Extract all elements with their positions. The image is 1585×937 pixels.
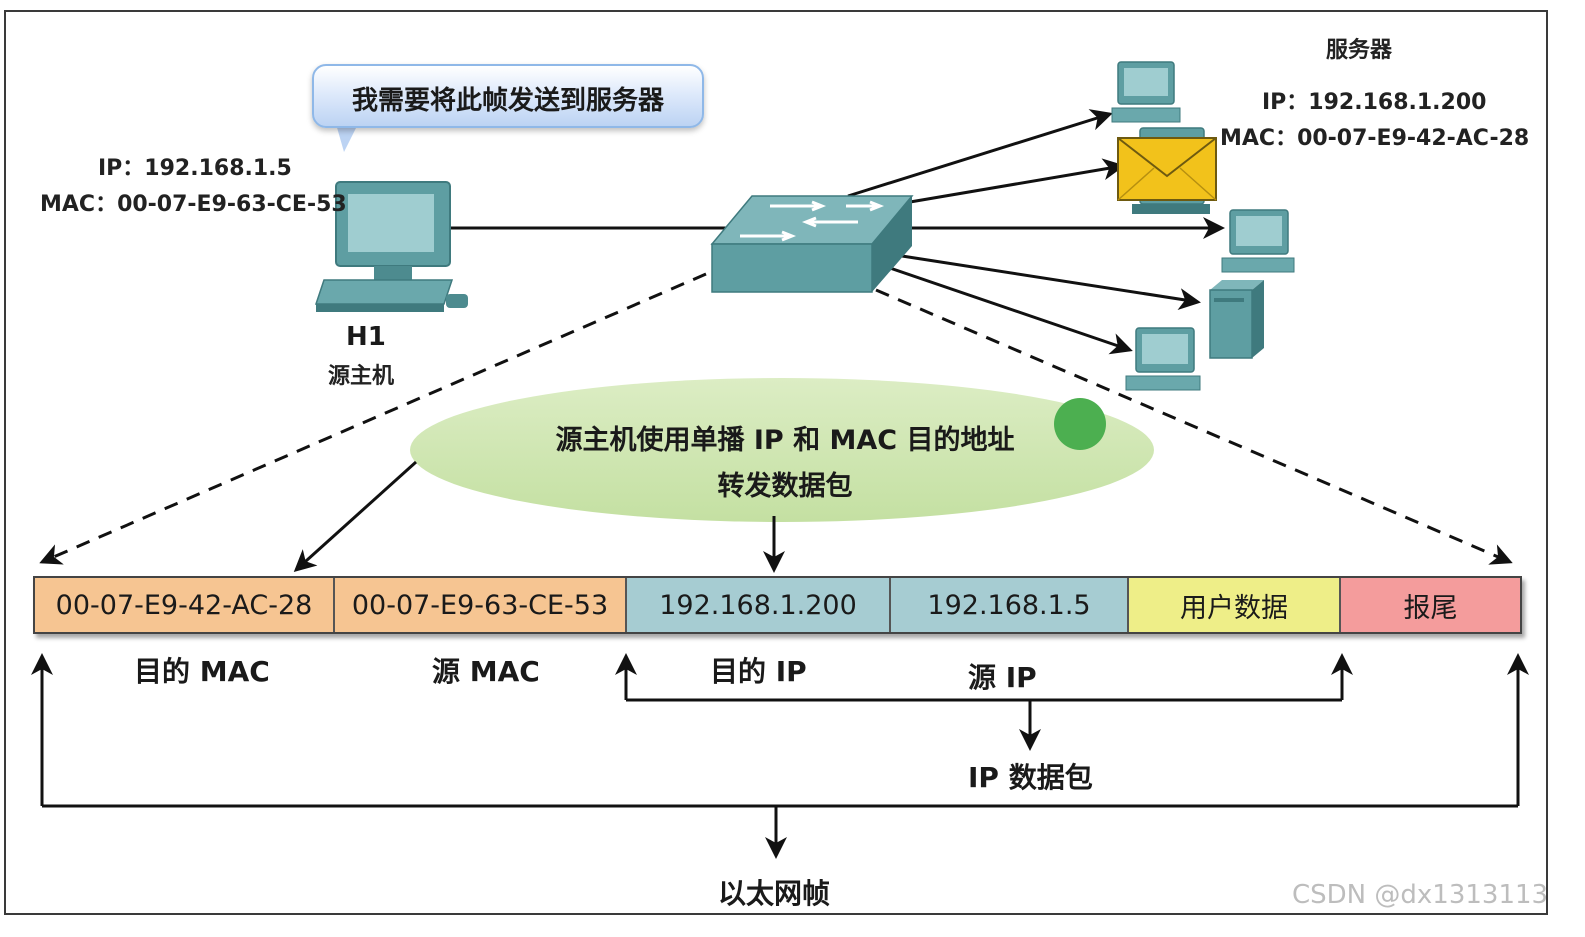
field-user-data-value: 用户数据	[1180, 592, 1288, 624]
field-trailer: 报尾	[1341, 578, 1520, 632]
field-dest-mac: 00-07-E9-42-AC-28	[35, 578, 335, 632]
source-computer-icon	[314, 181, 468, 312]
ellipse-callout	[410, 378, 1154, 522]
ellipse-line-1: 源主机使用单播 IP 和 MAC 目的地址	[555, 425, 1015, 456]
source-host-name: H1	[346, 322, 386, 352]
field-trailer-value: 报尾	[1403, 592, 1458, 624]
server-title: 服务器	[1326, 38, 1393, 63]
label-ip-packet: IP 数据包	[968, 761, 1093, 794]
field-src-ip: 192.168.1.5	[891, 578, 1129, 632]
source-host-role: 源主机	[328, 364, 395, 389]
field-src-ip-value: 192.168.1.5	[927, 589, 1091, 621]
field-dest-ip: 192.168.1.200	[627, 578, 891, 632]
source-ip-label: IP：192.168.1.5	[98, 156, 292, 181]
label-dest-mac: 目的 MAC	[134, 655, 270, 688]
ethernet-frame-bar	[33, 576, 1522, 634]
arrow-switch-pc3	[901, 254, 1201, 310]
csdn-watermark: CSDN @dx1313113	[1292, 880, 1549, 910]
arrow-to-dest-mac	[293, 460, 418, 573]
dashed-line-right	[875, 288, 1513, 565]
label-ethernet-frame: 以太网帧	[718, 877, 831, 910]
green-dot-icon	[1054, 398, 1106, 450]
diagram-border	[4, 10, 1548, 915]
computer-icon-1	[1111, 61, 1181, 123]
server-ip-label: IP：192.168.1.200	[1262, 90, 1487, 115]
field-dest-mac-value: 00-07-E9-42-AC-28	[55, 589, 313, 621]
label-src-ip: 源 IP	[968, 661, 1037, 694]
arrow-switch-pc4	[883, 264, 1133, 355]
field-src-mac-value: 00-07-E9-63-CE-53	[351, 589, 609, 621]
field-src-mac: 00-07-E9-63-CE-53	[335, 578, 627, 632]
server-mac-label: MAC：00-07-E9-42-AC-28	[1220, 126, 1530, 151]
ellipse-text: 源主机使用单播 IP 和 MAC 目的地址 转发数据包	[420, 418, 1150, 510]
source-mac-label: MAC：00-07-E9-63-CE-53	[40, 192, 347, 217]
arrow-switch-pc1	[847, 109, 1113, 198]
arrow-switch-server	[909, 158, 1125, 204]
speech-bubble-text: 我需要将此帧发送到服务器	[351, 86, 664, 116]
speech-bubble: 我需要将此帧发送到服务器	[312, 64, 704, 128]
switch-icon	[710, 195, 914, 293]
computer-icon-4	[1125, 327, 1201, 391]
label-dest-ip: 目的 IP	[710, 655, 807, 688]
envelope-icon	[1117, 137, 1217, 201]
dashed-line-left	[39, 272, 707, 565]
field-user-data: 用户数据	[1129, 578, 1341, 632]
ellipse-line-2: 转发数据包	[717, 471, 853, 502]
speech-bubble-tail	[336, 124, 358, 152]
label-src-mac: 源 MAC	[432, 655, 540, 688]
tower-server-icon	[1209, 280, 1264, 359]
field-dest-ip-value: 192.168.1.200	[659, 589, 857, 621]
computer-icon-3	[1221, 209, 1295, 273]
